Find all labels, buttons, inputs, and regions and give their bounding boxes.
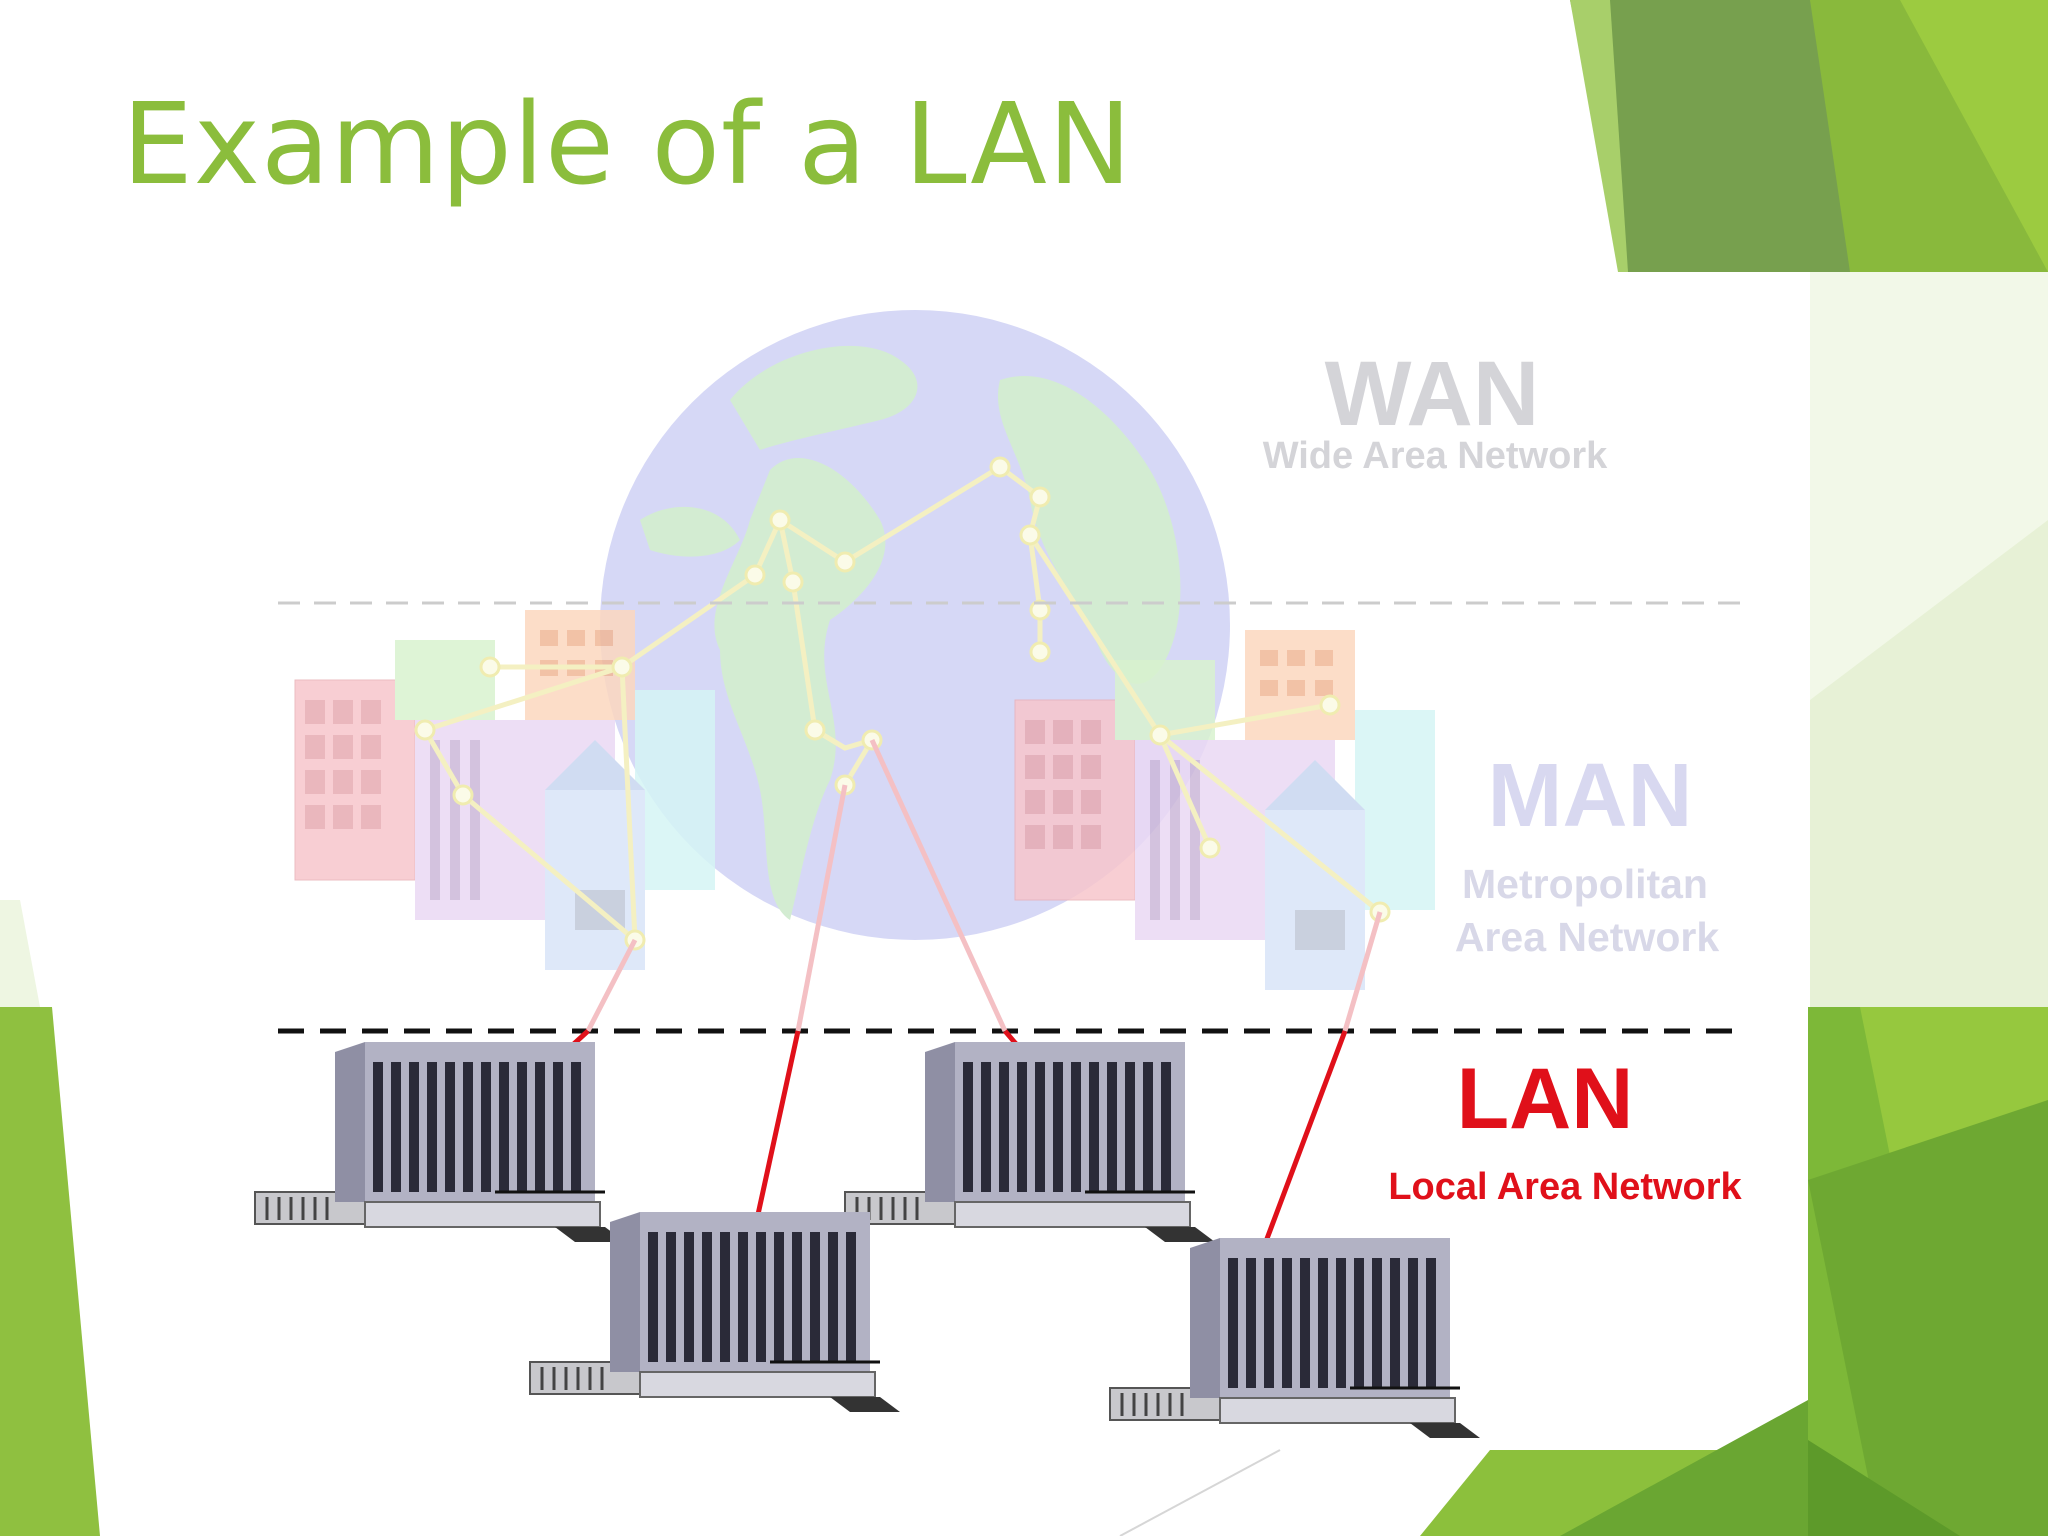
wan-label: WAN — [1325, 343, 1540, 445]
office-building-icon — [843, 1040, 1217, 1244]
office-building-icon — [1108, 1236, 1482, 1440]
lan-label: LAN — [1457, 1051, 1634, 1147]
man-label: MAN — [1488, 746, 1693, 846]
slide-title: Example of a LAN — [122, 80, 1133, 210]
office-building-icon — [253, 1040, 627, 1244]
man-caption-line2: Area Network — [1455, 914, 1720, 960]
man-caption-line1: Metropolitan — [1462, 861, 1708, 907]
wan-caption: Wide Area Network — [1263, 435, 1608, 477]
lan-caption: Local Area Network — [1388, 1166, 1742, 1208]
